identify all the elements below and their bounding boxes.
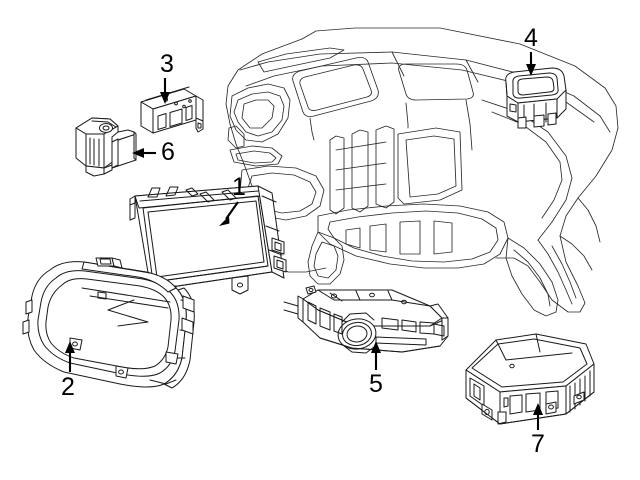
leader-line-5 xyxy=(371,341,381,370)
leader-line-1 xyxy=(219,201,239,226)
part-climate-control-unit xyxy=(283,285,449,354)
part-hazard-switch xyxy=(505,67,567,129)
leader-line-4 xyxy=(526,52,536,76)
leader-line-7 xyxy=(533,403,543,430)
part-instrument-cluster xyxy=(22,257,195,389)
callout-number-3: 3 xyxy=(160,50,174,78)
callout-number-2: 2 xyxy=(61,373,75,401)
leader-line-2 xyxy=(65,341,75,372)
part-switch-panel xyxy=(140,86,204,134)
callout-number-6: 6 xyxy=(161,138,175,166)
callout-number-7: 7 xyxy=(531,430,545,458)
callout-number-1: 1 xyxy=(232,173,246,201)
part-display-unit xyxy=(129,185,287,305)
callout-number-4: 4 xyxy=(524,24,538,52)
callout-number-5: 5 xyxy=(369,370,383,398)
part-ignition-switch-module xyxy=(75,117,137,177)
part-control-module-box xyxy=(465,333,595,425)
leader-line-6 xyxy=(132,148,156,158)
leader-line-3 xyxy=(160,78,170,104)
